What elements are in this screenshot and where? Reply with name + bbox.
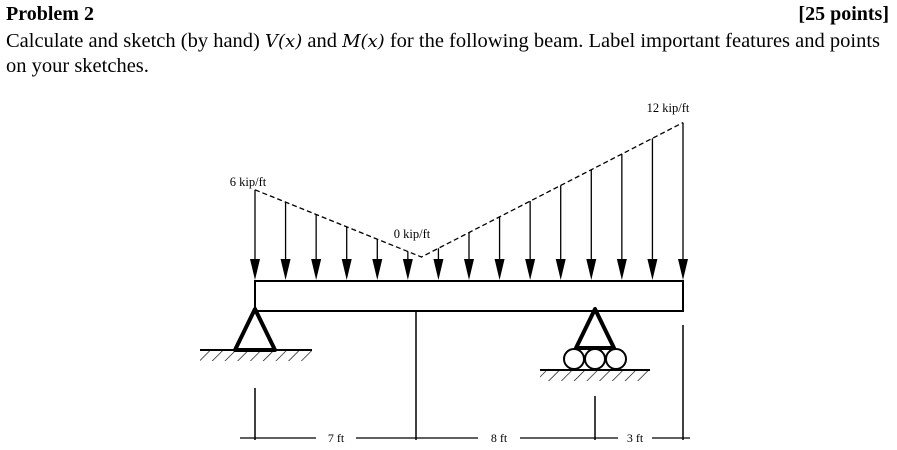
load-arrow-head bbox=[402, 259, 413, 280]
load-arrow-head bbox=[678, 259, 688, 280]
load-arrow-head bbox=[464, 259, 474, 280]
load-arrow-head bbox=[586, 259, 597, 280]
load-label-left: 6 kip/ft bbox=[230, 175, 267, 189]
shear-function: V(x) bbox=[265, 31, 303, 52]
load-label-right: 12 kip/ft bbox=[647, 101, 690, 115]
load-arrow-head bbox=[433, 259, 444, 280]
problem-heading: Problem 2 [25 points] Calculate and sket… bbox=[0, 0, 897, 80]
pin-support bbox=[200, 307, 312, 361]
load-arrow-head bbox=[616, 259, 627, 280]
load-arrow-head bbox=[280, 259, 291, 280]
dimension-extension-lines bbox=[254, 311, 684, 440]
load-arrow-head bbox=[494, 259, 505, 280]
prompt-text-start: Calculate and sketch (by hand) bbox=[6, 30, 266, 52]
dimension-label-8ft: 8 ft bbox=[491, 431, 508, 445]
points-label: [25 points] bbox=[798, 3, 889, 25]
load-arrow-head bbox=[525, 259, 536, 280]
load-arrow-head bbox=[372, 259, 383, 280]
load-arrow-head bbox=[555, 259, 566, 280]
dimension-label-7ft: 7 ft bbox=[328, 431, 345, 445]
distributed-load-arrows bbox=[250, 122, 688, 280]
roller-support bbox=[540, 307, 650, 381]
problem-title: Problem 2 bbox=[6, 3, 94, 25]
moment-function: M(x) bbox=[342, 31, 385, 52]
problem-prompt: Calculate and sketch (by hand) V(x) and … bbox=[6, 29, 894, 79]
load-envelope-line bbox=[254, 122, 684, 258]
prompt-text-end: for the following beam. Label important … bbox=[6, 30, 880, 77]
load-arrow-head bbox=[250, 259, 260, 280]
load-arrow-head bbox=[311, 259, 322, 280]
load-label-zero: 0 kip/ft bbox=[394, 227, 431, 241]
dimension-label-3ft: 3 ft bbox=[627, 431, 644, 445]
load-arrow-head bbox=[341, 259, 352, 280]
prompt-text-and: and bbox=[302, 30, 343, 52]
beam bbox=[254, 280, 684, 312]
load-arrow-head bbox=[647, 259, 658, 280]
